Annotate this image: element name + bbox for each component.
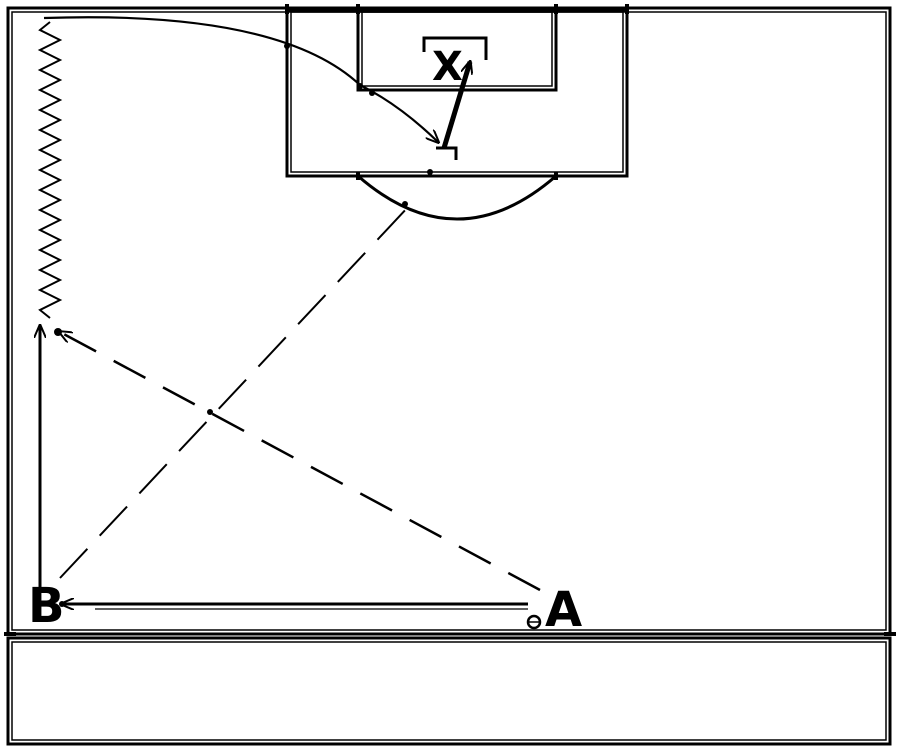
half-court-boundary (6, 6, 892, 636)
hoop-bracket (422, 36, 488, 60)
cut-to-basket (43, 16, 438, 142)
bench-area-inner (11, 641, 887, 741)
player-label-x: X (432, 44, 463, 90)
inner-key-box (356, 8, 558, 92)
inner-key-box-inner (361, 11, 553, 87)
path-dots (54, 43, 433, 607)
pass-b-to-elbow (59, 204, 411, 579)
bench-area (6, 636, 892, 746)
player-label-b: B (28, 578, 65, 634)
player-movements (37, 16, 541, 609)
move-to-x (441, 62, 470, 149)
free-throw-arc (357, 174, 557, 221)
ball-icon (526, 614, 542, 630)
pass-a-to-wing (60, 332, 541, 592)
screen-mark (436, 146, 458, 160)
dribble-zigzag (37, 21, 63, 319)
court-lines (6, 6, 892, 746)
player-label-a: A (545, 582, 582, 638)
tick-marks (4, 4, 896, 636)
inner-boundary (11, 11, 887, 631)
